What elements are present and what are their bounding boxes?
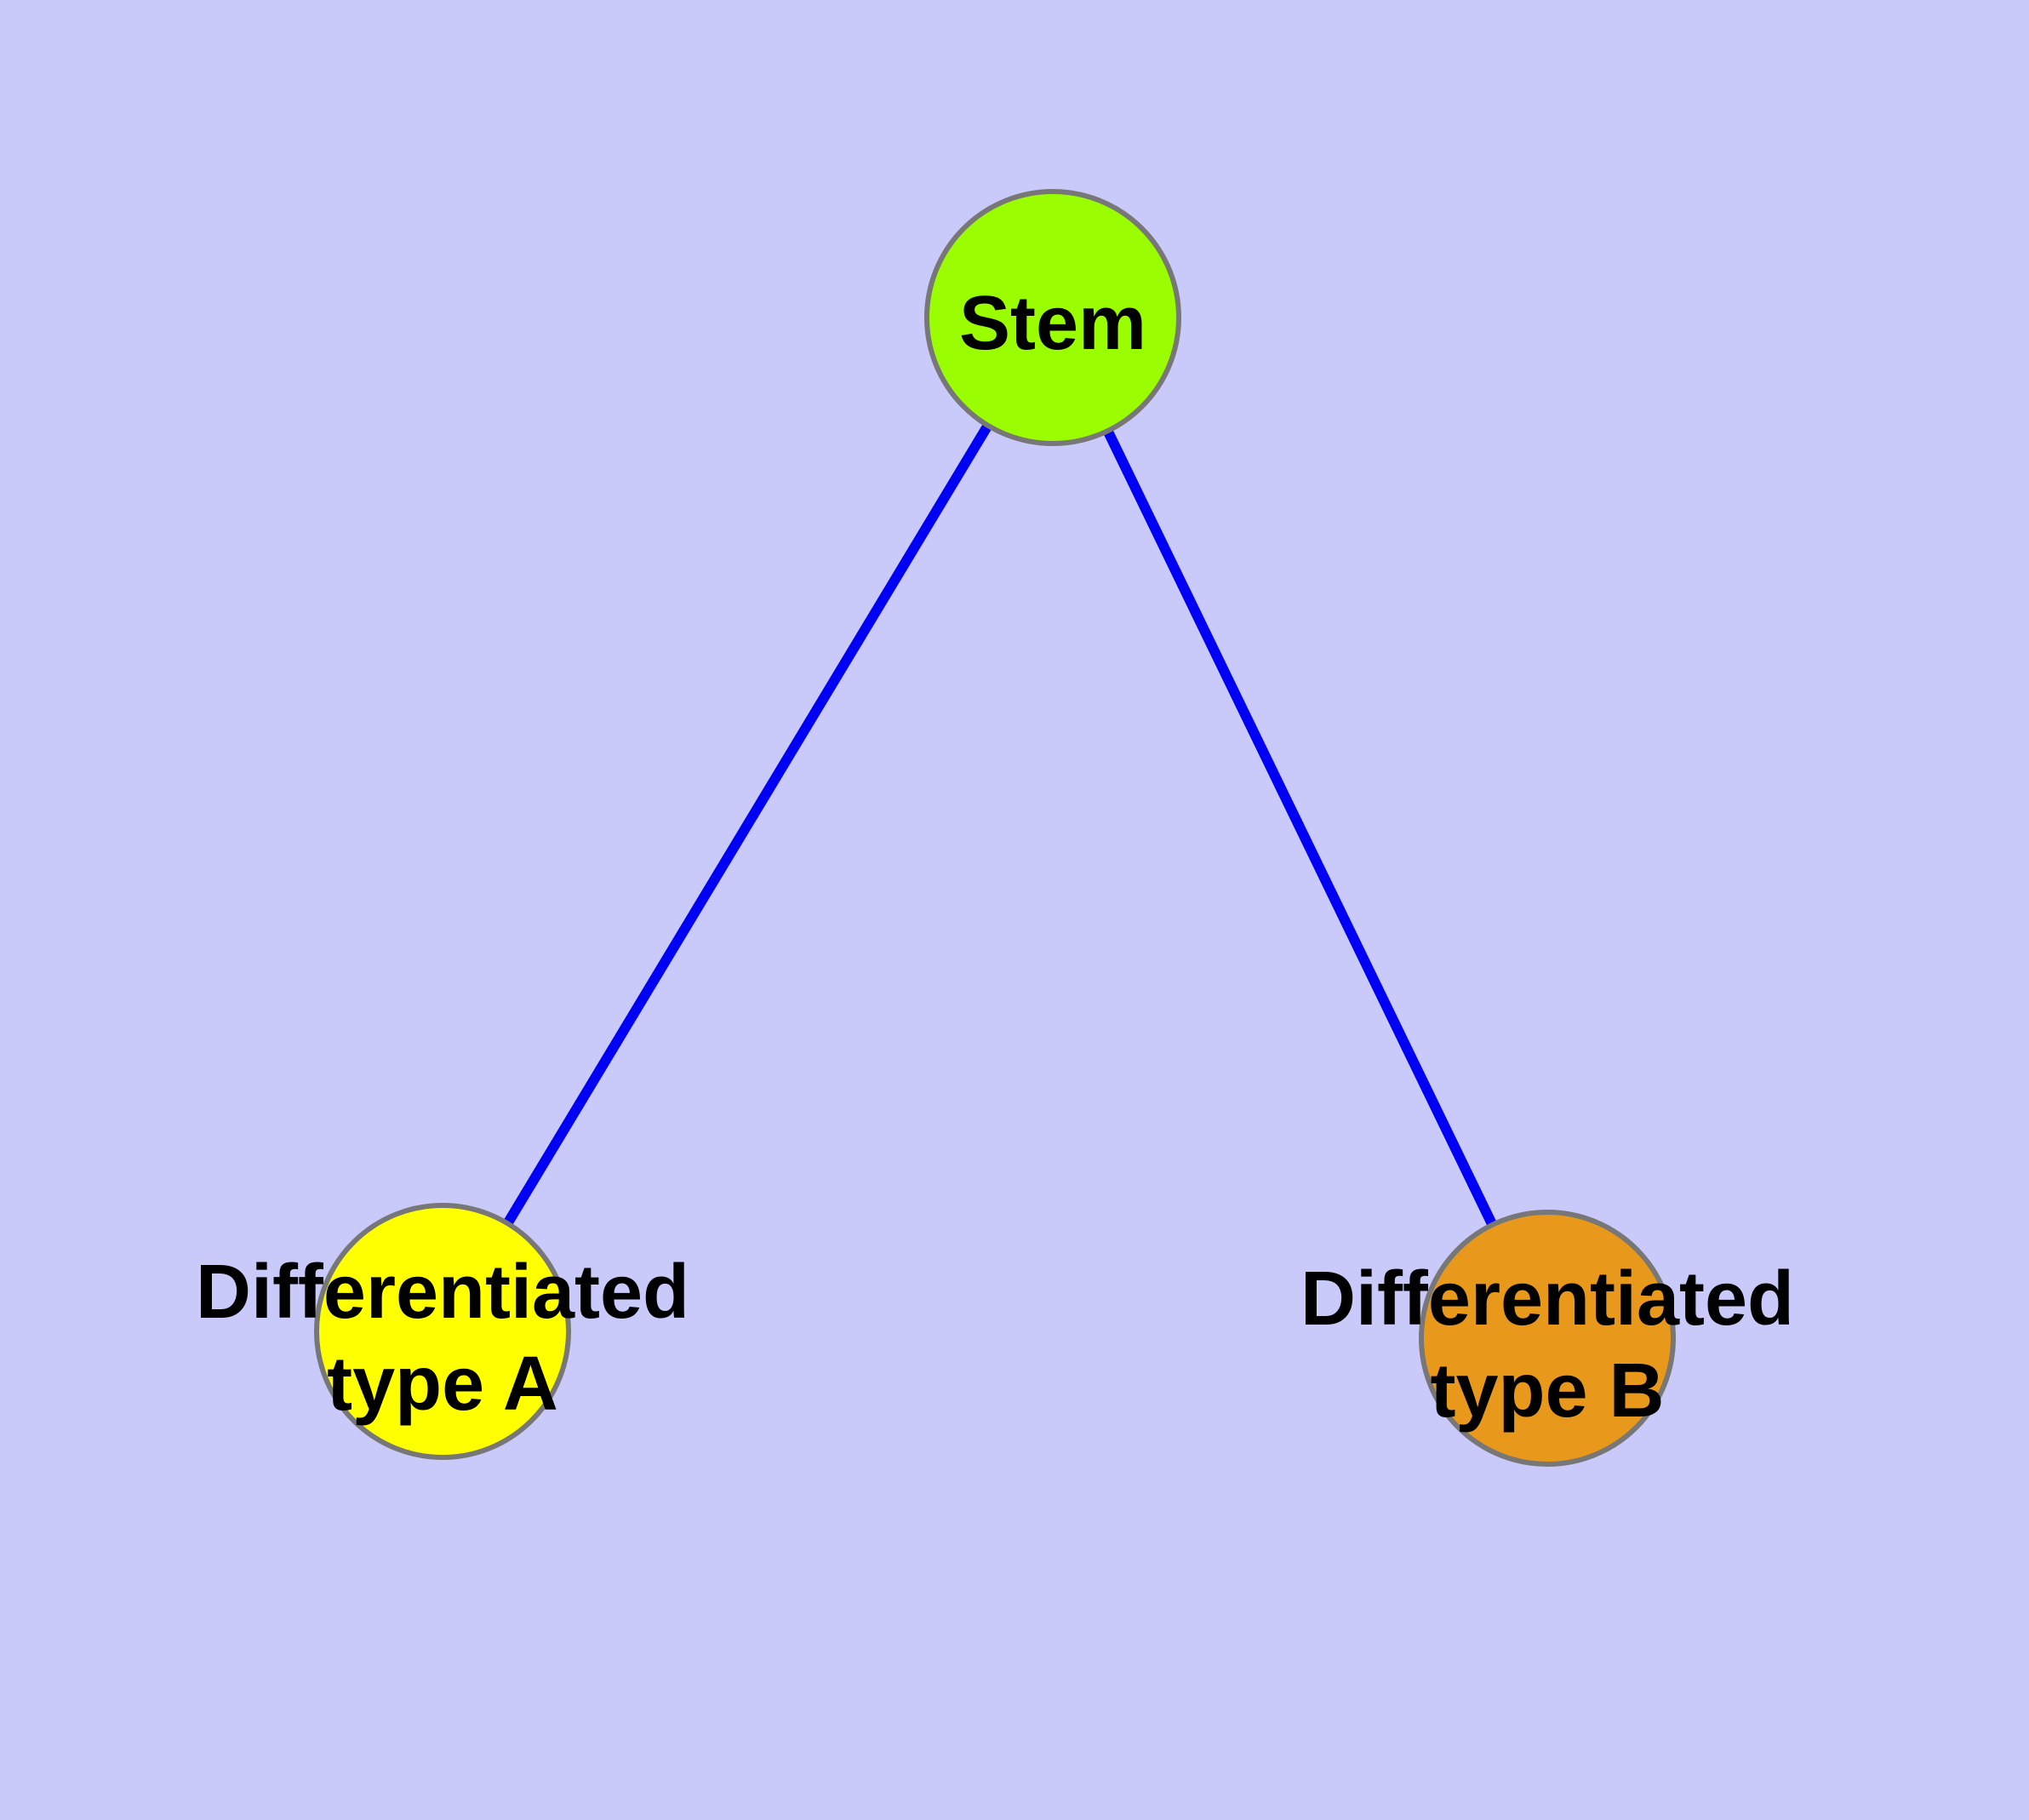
node-differentiated-type-b-label-line1: Differentiated (1300, 1256, 1794, 1342)
node-differentiated-type-a-label-line2: type A (327, 1342, 558, 1427)
node-differentiated-type-a-circle (314, 1203, 571, 1460)
node-stem: Stem (924, 189, 1181, 446)
node-differentiated-type-a: Differentiated type A (196, 1203, 689, 1460)
edge-layer (437, 314, 1552, 1341)
node-stem-label: Stem (959, 281, 1146, 366)
node-stem-circle (924, 189, 1181, 446)
edge-stem-to-type-a (437, 314, 1058, 1335)
node-differentiated-type-a-label-line1: Differentiated (196, 1250, 689, 1335)
node-differentiated-type-b-label-line2: type B (1430, 1348, 1664, 1434)
node-differentiated-type-b: Differentiated type B (1300, 1210, 1794, 1467)
edge-stem-to-type-b (1048, 315, 1552, 1341)
node-differentiated-type-b-circle (1419, 1210, 1676, 1467)
